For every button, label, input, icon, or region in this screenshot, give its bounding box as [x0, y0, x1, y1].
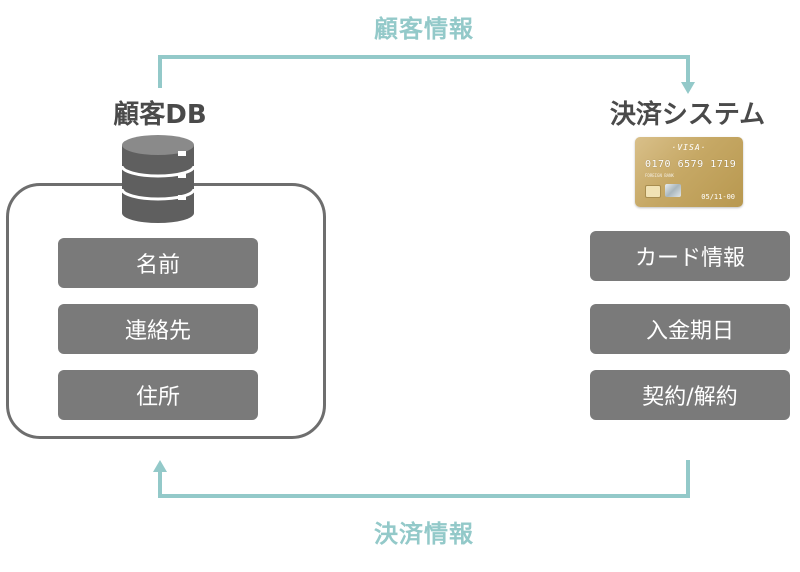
field-contract: 契約/解約: [590, 370, 790, 420]
field-contact: 連絡先: [58, 304, 258, 354]
card-brand: ·VISA·: [671, 143, 707, 152]
customer-info-arrowhead: [681, 82, 695, 94]
card-bank-line: FOREIGN BANK: [645, 173, 674, 178]
payment-system-title: 決済システム: [609, 100, 766, 130]
card-expiry: 05/11-00: [701, 193, 735, 201]
payment-info-flow-label: 決済情報: [374, 520, 474, 548]
payment-info-arrowhead: [153, 460, 167, 472]
card-number: 0170 6579 1719: [645, 159, 737, 170]
field-name: 名前: [58, 238, 258, 288]
field-payment-due: 入金期日: [590, 304, 790, 354]
card-chip-icon: [645, 185, 661, 198]
field-address: 住所: [58, 370, 258, 420]
customer-info-flow-label: 顧客情報: [374, 15, 474, 43]
card-hologram-icon: [665, 184, 681, 197]
customer-db-title: 顧客DB: [113, 100, 207, 130]
field-card-info: カード情報: [590, 231, 790, 281]
credit-card-image: ·VISA· 0170 6579 1719 FOREIGN BANK 05/11…: [635, 137, 743, 207]
customer-info-arrow-line: [158, 55, 690, 88]
payment-info-arrow-line: [158, 460, 690, 498]
database-icon: [120, 135, 196, 223]
